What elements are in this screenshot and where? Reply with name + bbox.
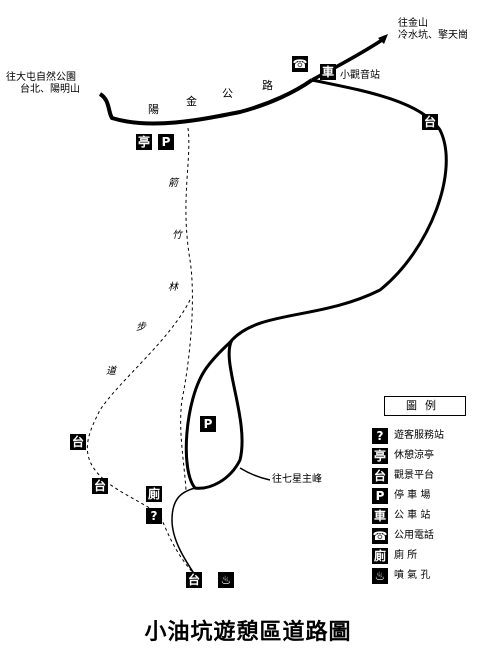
jinshan-label-line2: 冷水坑、擎天崗 [398,30,468,41]
trail-name-char: 竹 [172,230,182,241]
parking-icon: P [158,134,174,150]
toilet-icon: 廁 [146,486,162,502]
pavilion-icon: 亭 [372,448,388,464]
trail-name-char: 箭 [168,178,178,189]
legend-item: ? 遊客服務站 [368,428,486,446]
fumarole-icon: ♨ [218,572,234,588]
legend-item: 車 公 車 站 [368,508,486,526]
viewpoint-icon: 台 [70,434,86,450]
legend-item: 台 觀景平台 [368,468,486,486]
trail-name-char: 步 [136,322,146,333]
legend-label: 觀景平台 [394,470,434,481]
road-to-qixing [239,467,271,481]
xiaoguanyin-station-label: 小觀音站 [340,70,380,81]
bus-stop-icon: 車 [320,64,336,80]
loop-road [184,78,448,490]
legend-label: 休憩涼亭 [394,450,434,461]
legend-item: ☎ 公用電話 [368,528,486,546]
jinshan-label-line1: 往金山 [398,18,428,29]
datun-label-line2: 台北、陽明山 [20,84,80,95]
toilet-icon: 廁 [372,548,388,564]
pavilion-icon: 亭 [136,134,152,150]
legend-item: P 停 車 場 [368,488,486,506]
trail-name-char: 道 [106,366,116,377]
road-name-char: 公 [222,87,233,100]
arrow-icon [378,34,388,44]
fumarole-icon: ♨ [372,568,388,584]
viewpoint-icon: 台 [422,114,438,130]
phone-icon: ☎ [372,528,388,544]
info-icon: ? [372,428,388,444]
viewpoint-icon: 台 [372,468,388,484]
legend-label: 廁 所 [394,550,418,561]
road-name-char: 金 [186,95,197,108]
qixing-label: 往七星主峰 [272,474,322,485]
legend-item: 廁 廁 所 [368,548,486,566]
legend-label: 公 車 站 [394,510,431,521]
bus-stop-icon: 車 [372,508,388,524]
legend-label: 遊客服務站 [394,430,444,441]
datun-label-line1: 往大屯自然公園 [6,72,76,83]
phone-icon: ☎ [292,56,308,72]
legend-item: 亭 休憩涼亭 [368,448,486,466]
legend-title: 圖例 [384,396,466,416]
road-name-char: 路 [262,79,273,92]
legend-label: 公用電話 [394,530,434,541]
info-icon: ? [146,508,162,524]
road-to-jinshan [311,36,386,82]
arrow-bamboo-trail [86,127,199,579]
parking-icon: P [372,488,388,504]
map-canvas [86,34,448,579]
trail-name-char: 林 [168,282,178,293]
page-title: 小油坑遊憩區道路圖 [144,619,352,645]
parking-icon: P [200,416,216,432]
yangjin-road [98,78,314,126]
road-name-char: 陽 [148,103,159,116]
legend: 圖例 ? 遊客服務站 亭 休憩涼亭 台 觀景平台 P 停 車 場 車 公 車 站… [368,396,486,596]
legend-label: 停 車 場 [394,490,431,501]
connector-road [171,487,196,576]
viewpoint-icon: 台 [186,572,202,588]
legend-label: 噴 氣 孔 [394,570,431,581]
legend-item: ♨ 噴 氣 孔 [368,568,486,586]
viewpoint-icon: 台 [92,478,108,494]
